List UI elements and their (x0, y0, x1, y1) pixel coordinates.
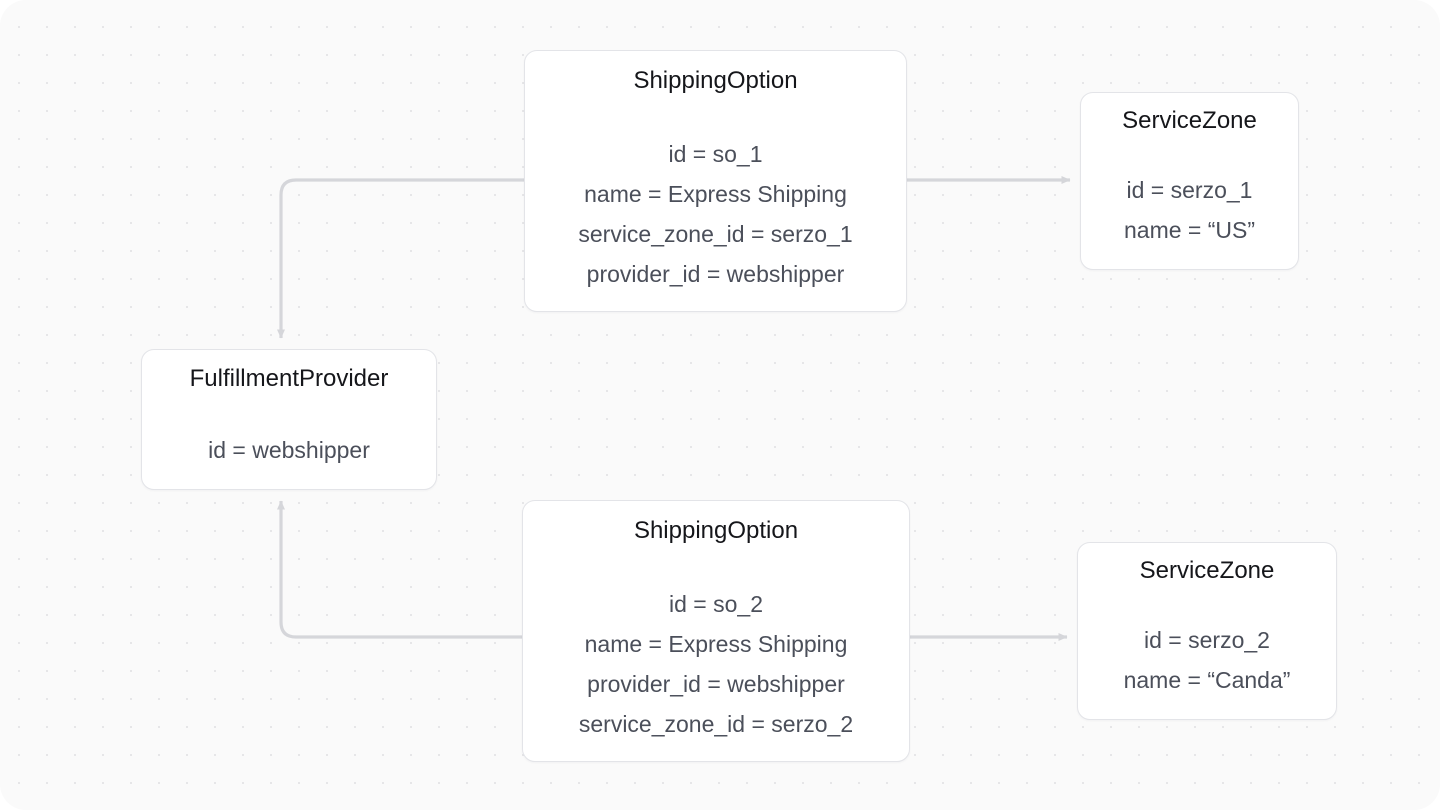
edge-so2-to-provider (277, 500, 522, 639)
node-property: service_zone_id = serzo_2 (578, 711, 854, 737)
node-properties: id = serzo_1 name = “US” (1124, 173, 1255, 247)
node-property: id = webshipper (208, 437, 370, 463)
node-property: id = so_1 (668, 141, 763, 167)
node-property: service_zone_id = serzo_1 (578, 221, 853, 247)
node-title: ServiceZone (1139, 557, 1275, 584)
node-property: id = serzo_2 (1144, 627, 1270, 653)
node-property: provider_id = webshipper (587, 671, 845, 697)
node-shipping-option-1[interactable]: ShippingOption id = so_1 name = Express … (524, 50, 907, 312)
node-service-zone-1[interactable]: ServiceZone id = serzo_1 name = “US” (1080, 92, 1299, 270)
edge-so1-to-provider (277, 178, 524, 339)
node-property: name = Express Shipping (584, 181, 847, 207)
node-properties: id = serzo_2 name = “Canda” (1124, 623, 1291, 697)
node-property: id = serzo_1 (1126, 177, 1253, 203)
node-service-zone-2[interactable]: ServiceZone id = serzo_2 name = “Canda” (1077, 542, 1337, 720)
node-title: ShippingOption (633, 67, 798, 94)
node-property: name = “Canda” (1123, 667, 1291, 693)
node-properties: id = so_2 name = Express Shipping provid… (579, 587, 853, 741)
node-properties: id = webshipper (208, 433, 370, 467)
node-title: ServiceZone (1122, 107, 1257, 134)
node-properties: id = so_1 name = Express Shipping servic… (578, 137, 852, 291)
node-property: provider_id = webshipper (586, 261, 845, 287)
node-property: name = “US” (1123, 217, 1255, 243)
node-title: ShippingOption (633, 517, 799, 544)
node-fulfillment-provider[interactable]: FulfillmentProvider id = webshipper (141, 349, 437, 490)
node-property: name = Express Shipping (584, 631, 848, 657)
node-property: id = so_2 (669, 591, 763, 617)
node-shipping-option-2[interactable]: ShippingOption id = so_2 name = Express … (522, 500, 910, 762)
node-title: FulfillmentProvider (189, 365, 389, 392)
